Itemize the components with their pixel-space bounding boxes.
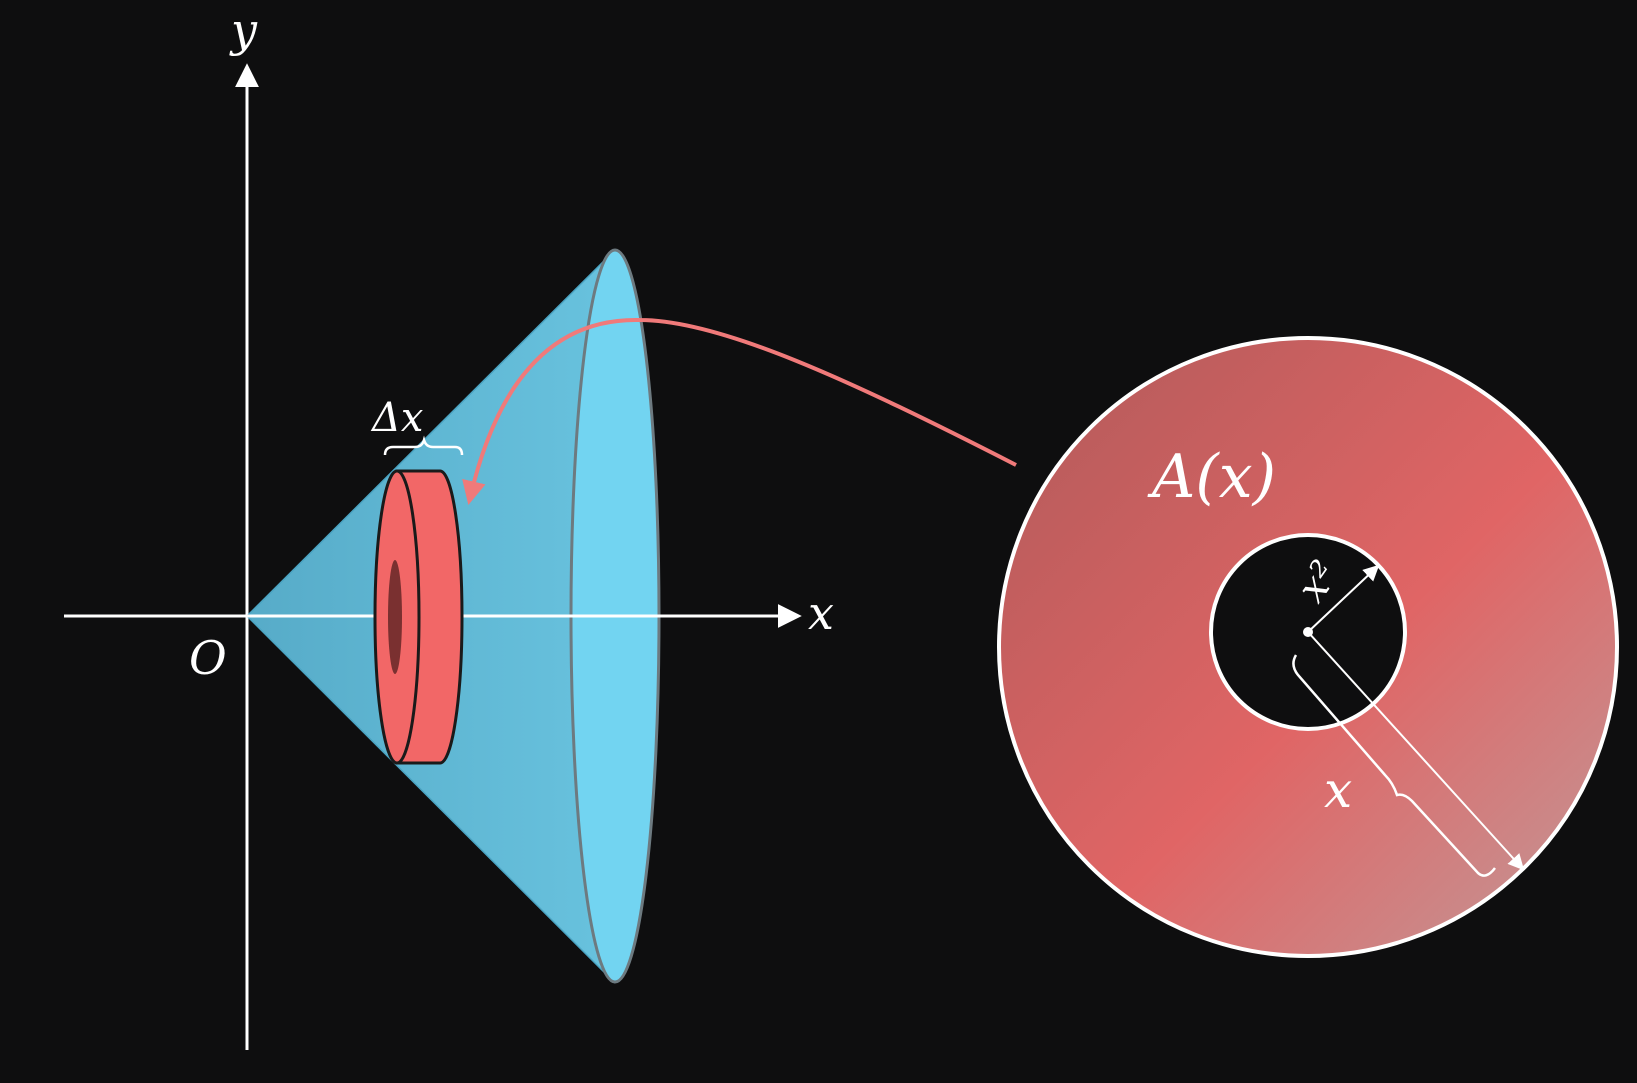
center-point xyxy=(1303,627,1313,637)
cone-top-edge xyxy=(246,249,616,617)
origin-label: O xyxy=(189,631,227,685)
slice-thickness-label: Δx xyxy=(370,395,423,441)
area-label: A(x) xyxy=(1147,442,1276,512)
outer-radius-brace xyxy=(1292,654,1496,877)
slice-washer xyxy=(373,469,464,765)
slice-thickness-brace xyxy=(383,435,464,456)
y-axis-label: y xyxy=(229,3,258,57)
slice-hole xyxy=(388,560,402,674)
outer-radius-arrow xyxy=(1307,631,1525,871)
zoom-connector-arrow xyxy=(462,317,1017,506)
outer-radius-label: x xyxy=(1324,761,1352,819)
x-axis-label: x xyxy=(808,586,834,640)
cone-bottom-edge xyxy=(246,615,616,984)
inner-radius-arrow xyxy=(1307,564,1380,633)
